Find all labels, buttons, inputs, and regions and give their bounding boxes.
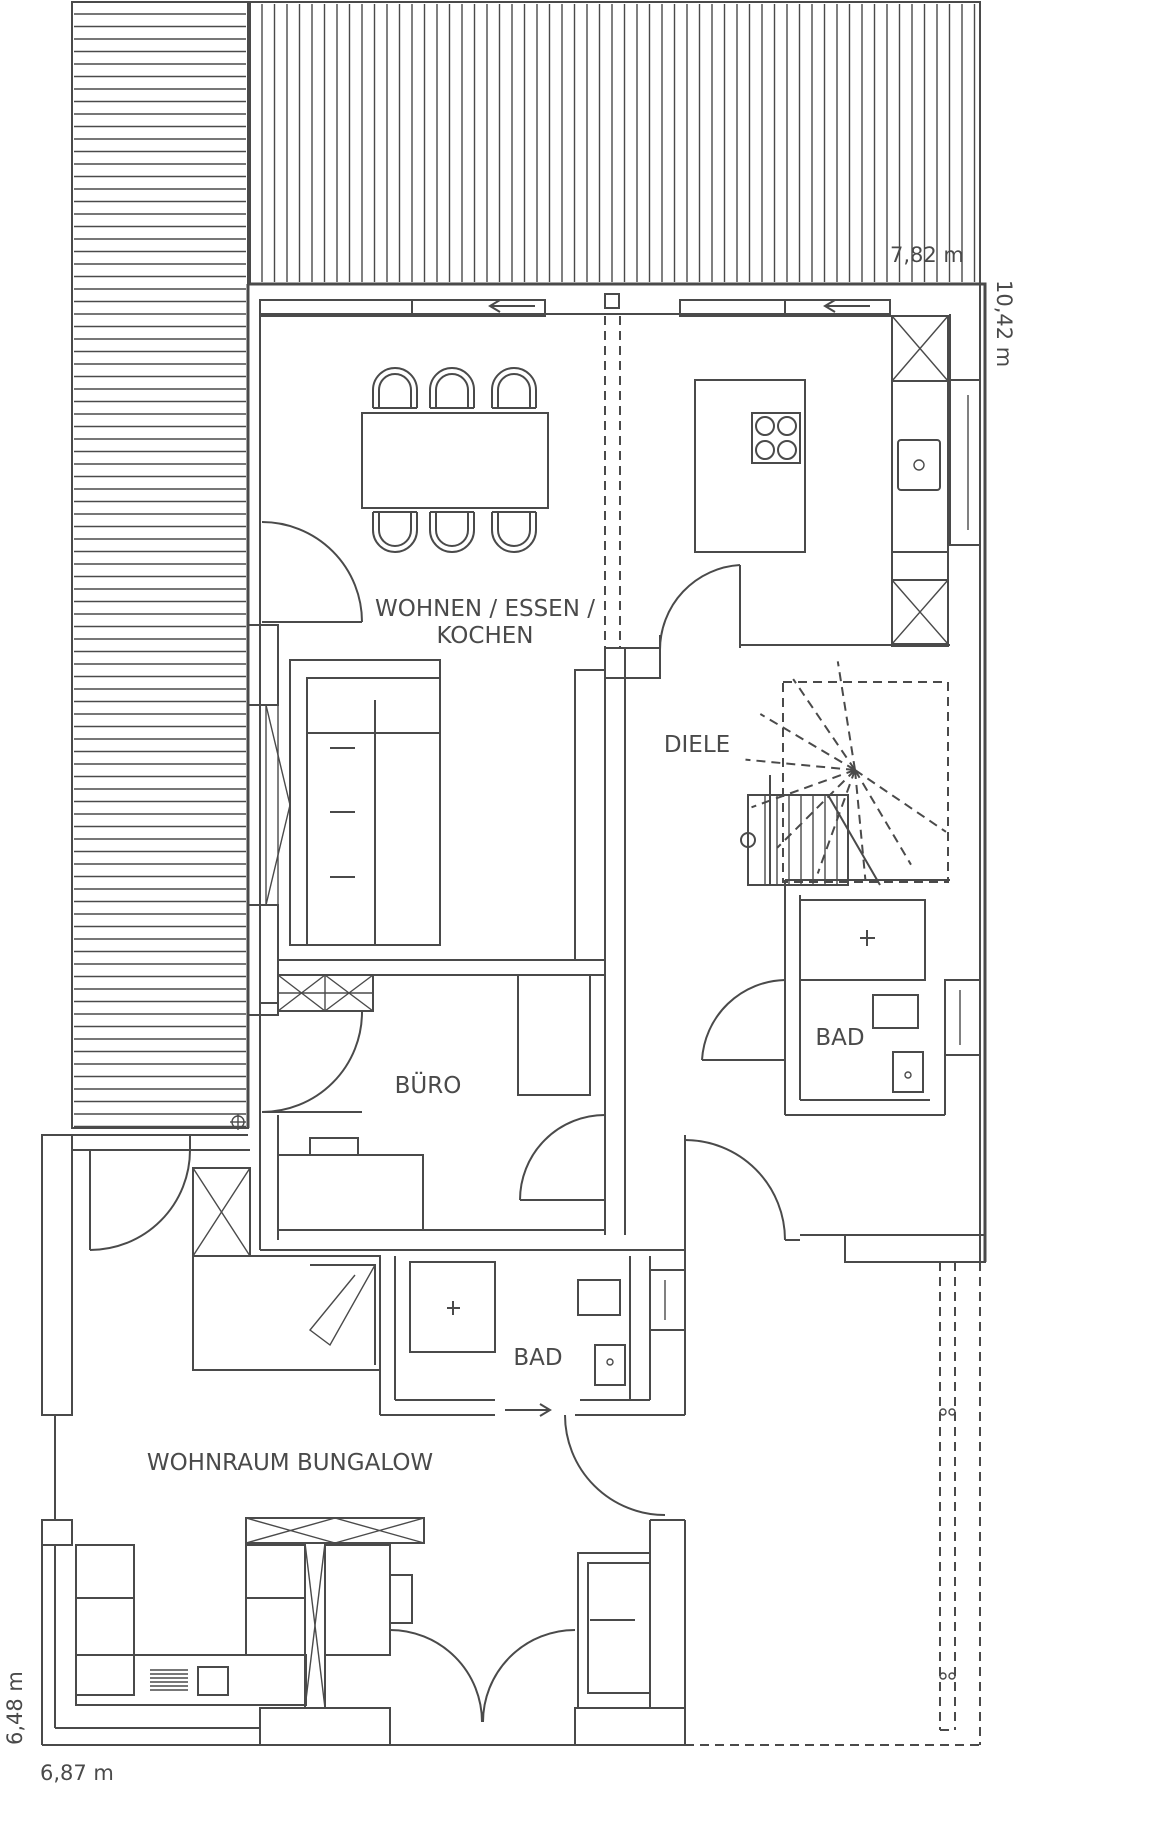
door-swings (89, 521, 800, 1723)
dining-chairs (372, 367, 537, 553)
kitchen-island (694, 379, 806, 553)
house-walls (246, 282, 987, 1262)
dimension-top-width: 7,82 m (890, 243, 964, 267)
lower-bath-fixtures (409, 1261, 626, 1386)
interior-walls (259, 565, 986, 1263)
dining-chair (491, 367, 537, 409)
terrace-left (71, 1, 249, 1129)
dimension-bottom-width: 6,87 m (40, 1761, 114, 1785)
sofa (289, 659, 441, 946)
terrace-top (249, 1, 981, 285)
room-label-wohnraum-bungalow: WOHNRAUM BUNGALOW (147, 1450, 433, 1476)
stair-tread (854, 769, 912, 866)
upper-bath-fixtures (799, 899, 926, 1093)
dining-chair (372, 511, 418, 553)
stair-tread (854, 769, 947, 833)
stair-tread (745, 758, 856, 771)
stair-tread (776, 769, 856, 849)
room-label-diele: DIELE (664, 732, 730, 758)
dimension-left-depth: 6,48 m (3, 1671, 27, 1745)
office-furniture (277, 974, 591, 1231)
dining-chair (372, 367, 418, 409)
kitchen-counter (891, 315, 949, 647)
stair-tread (759, 713, 856, 771)
stair-tread (751, 769, 856, 809)
dining-chair (429, 367, 475, 409)
staircase (740, 661, 949, 886)
dining-table (361, 412, 549, 509)
dining-chair (429, 511, 475, 553)
stair-tread (836, 661, 856, 771)
room-label-bad-upper: BAD (815, 1025, 864, 1051)
bungalow-furniture (75, 1255, 651, 1709)
stair-tread (792, 678, 856, 771)
dashed-lines (230, 316, 981, 1746)
stair-tread (854, 769, 867, 880)
room-label-wohnen-line1: WOHNEN / ESSEN / (375, 596, 595, 622)
room-label-bad-lower: BAD (513, 1345, 562, 1371)
stair-tread (816, 769, 856, 874)
room-label-wohnen-line2: KOCHEN (436, 623, 533, 649)
dining-chair (491, 511, 537, 553)
room-label-buero: BÜRO (395, 1071, 462, 1099)
dimension-right-depth: 10,42 m (992, 280, 1016, 367)
